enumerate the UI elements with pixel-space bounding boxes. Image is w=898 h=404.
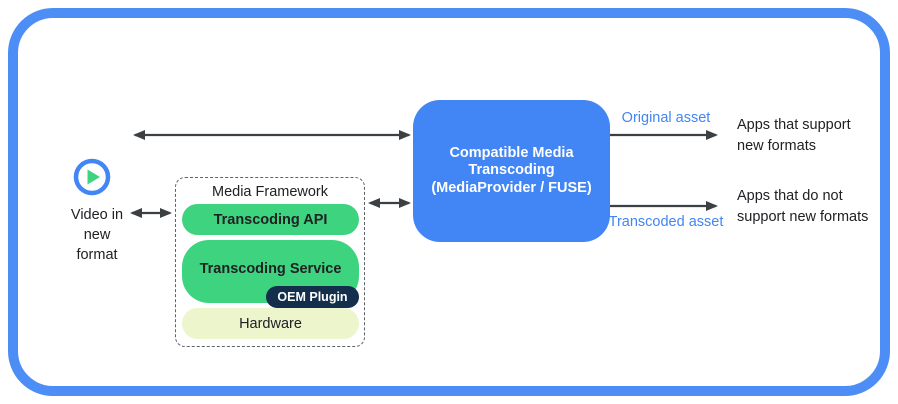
oem-plugin-label: OEM Plugin — [277, 290, 348, 304]
hardware-box: Hardware — [182, 308, 359, 339]
transcoding-api-label: Transcoding API — [213, 211, 328, 228]
source-label: Video in new format — [70, 207, 124, 263]
oem-plugin-box: OEM Plugin — [266, 286, 359, 308]
transcoded-asset-label: Transcoded asset — [608, 214, 724, 230]
transcoding-api-box: Transcoding API — [182, 204, 359, 235]
transcoder-title: Compatible Media Transcoding (MediaProvi… — [431, 144, 592, 196]
original-asset-label: Original asset — [621, 110, 711, 126]
media-framework-title: Media Framework — [211, 184, 329, 200]
transcoding-service-label: Transcoding Service — [199, 260, 342, 277]
hardware-label: Hardware — [239, 315, 302, 332]
transcoder-box: Compatible Media Transcoding (MediaProvi… — [413, 100, 610, 242]
apps-support-label: Apps that support new formats — [737, 117, 851, 154]
diagram-border — [8, 8, 890, 396]
apps-no-support-label: Apps that do not support new formats — [737, 188, 869, 225]
play-icon — [73, 158, 111, 196]
